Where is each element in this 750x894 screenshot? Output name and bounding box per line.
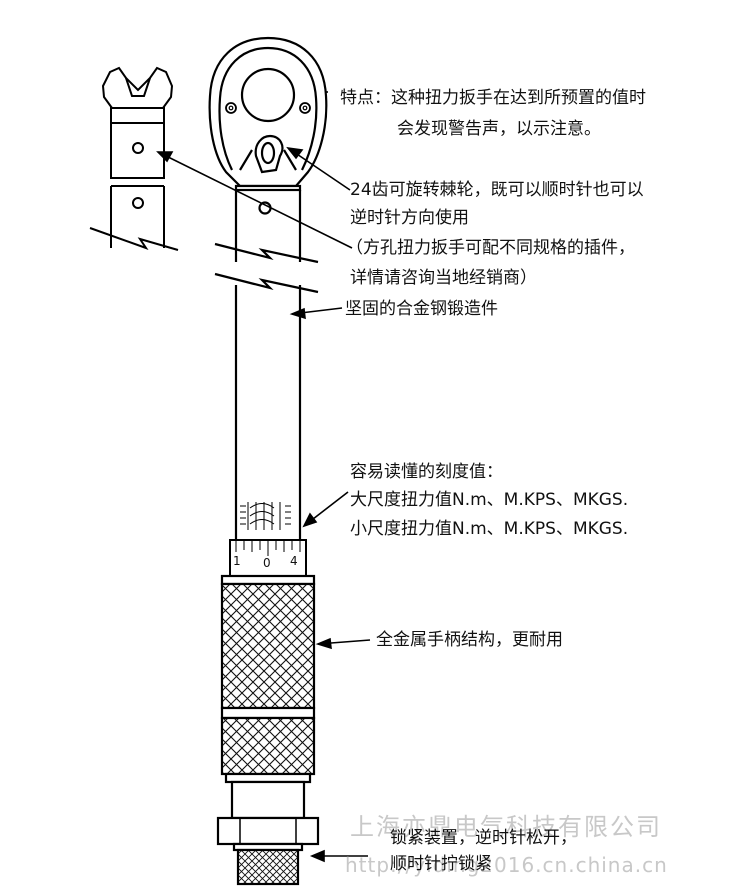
reversing-pawl (254, 134, 284, 174)
head-screw-right (299, 102, 311, 114)
lock-label-line2: 顺时针拧锁紧 (390, 854, 492, 874)
shaft-break-lower (214, 272, 319, 294)
dial-tick-0: 0 (263, 556, 271, 570)
adjusting-screw (236, 848, 300, 886)
feature-label-line2: 会发现警告声，以示注意。 (397, 119, 601, 139)
head-screw-left (225, 102, 237, 114)
ratchet-head (208, 36, 328, 188)
scale-label-title: 容易读懂的刻度值： (350, 462, 503, 482)
watermark-url: http://yiding2016.cn.china.cn (345, 853, 668, 877)
insert-label-line2: 详情请咨询当地经销商） (350, 268, 537, 288)
scale-label-small: 小尺度扭力值N.m、M.KPS、MKGS. (350, 519, 629, 539)
handle-label: 全金属手柄结构，更耐用 (376, 630, 563, 650)
leader-lines (156, 91, 371, 863)
ratchet-label-line2: 逆时针方向使用 (350, 208, 469, 228)
insert-label-line1: （方孔扭力扳手可配不同规格的插件， (346, 238, 635, 258)
watermark-company: 上海亦鼎电气科技有限公司 (350, 813, 662, 841)
knurled-grip-lower (220, 716, 316, 776)
ratchet-head-outline (208, 36, 328, 188)
lock-device (216, 816, 320, 886)
dial-tick-4: 4 (290, 554, 298, 568)
square-drive-hole (240, 67, 296, 123)
insert-break-line (89, 227, 179, 251)
knurled-grip-upper (220, 582, 316, 710)
torque-scale-marks (240, 502, 291, 530)
shaft-break-upper (214, 242, 319, 264)
dial-tick-1: 1 (233, 554, 241, 568)
wrench-shaft (214, 184, 319, 540)
open-end-jaw (101, 66, 174, 109)
insert-tool (89, 66, 179, 251)
lock-label-line1: 锁紧装置，逆时针松开， (390, 828, 577, 848)
metal-handle (220, 574, 316, 820)
lock-nut (216, 816, 320, 846)
forged-label: 坚固的合金钢锻造件 (345, 299, 498, 319)
ratchet-label-line1: 24齿可旋转棘轮，既可以顺时针也可以 (350, 180, 644, 200)
insert-bolt (132, 142, 144, 154)
arrow-insert (157, 151, 353, 249)
scale-label-large: 大尺度扭力值N.m、M.KPS、MKGS. (350, 490, 629, 510)
scale-dial (229, 539, 307, 577)
feature-label-line1: 特点：这种扭力扳手在达到所预置的值时 (340, 88, 646, 108)
